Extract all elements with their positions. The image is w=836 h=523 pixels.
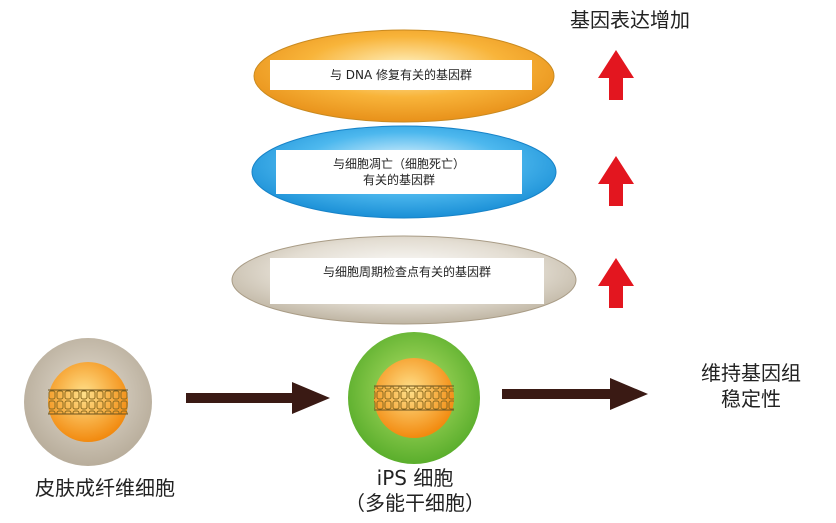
genome-stability-line1: 维持基因组: [701, 361, 801, 385]
ips-label-line2: （多能干细胞）: [345, 491, 485, 515]
arrow-up-icon: [598, 156, 634, 206]
arrow-up-icon: [598, 50, 634, 100]
arrow-right-icon: [502, 378, 648, 410]
arrow-right-icon: [186, 382, 330, 414]
apoptosis-label: 与细胞凋亡（细胞死亡） 有关的基因群: [276, 150, 522, 194]
dna-repair-label: 与 DNA 修复有关的基因群: [270, 60, 532, 90]
ips-label-line1: iPS 细胞: [376, 466, 454, 490]
arrow-up-icon: [598, 258, 634, 308]
genome-stability-line2: 稳定性: [721, 387, 781, 411]
cell-cycle-label: 与细胞周期检查点有关的基因群: [270, 258, 544, 304]
expression-increase-label: 基因表达增加: [570, 8, 690, 32]
fibroblast-label: 皮肤成纤维细胞: [35, 476, 175, 500]
ips-cell-icon: [348, 332, 480, 464]
fibroblast-cell-icon: [24, 338, 152, 466]
genome-stability-label: 维持基因组 稳定性: [676, 360, 826, 412]
ips-label: iPS 细胞 （多能干细胞）: [330, 466, 500, 516]
